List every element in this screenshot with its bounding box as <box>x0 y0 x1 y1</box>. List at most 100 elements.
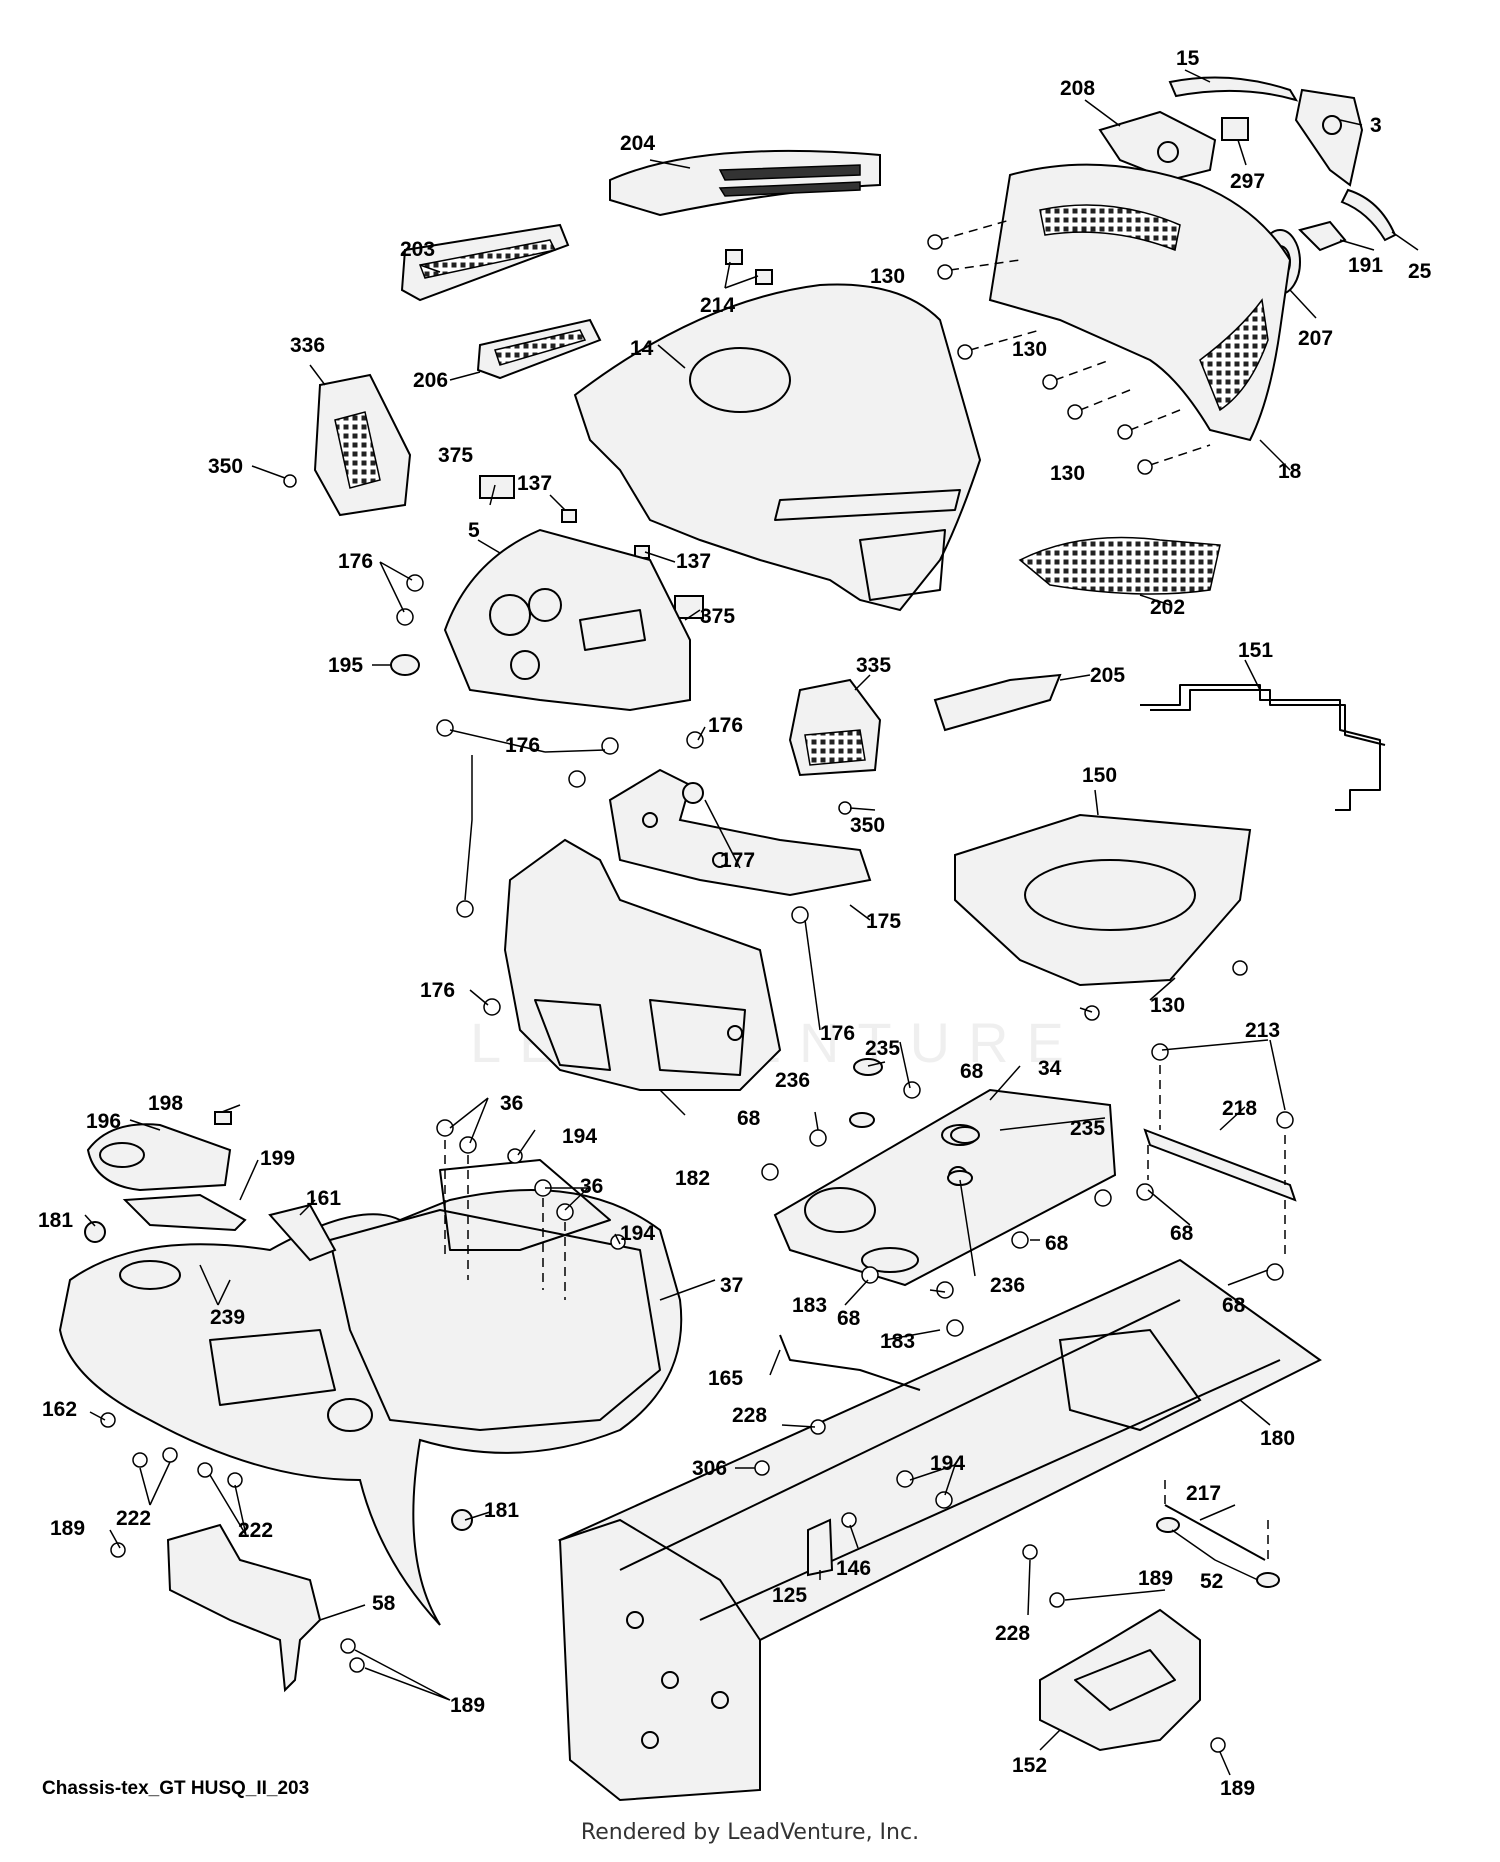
label-137-b: 137 <box>676 550 711 573</box>
label-176-b: 176 <box>708 714 743 737</box>
label-150: 150 <box>1082 764 1117 787</box>
part-206-vent <box>476 318 602 380</box>
part-350-screw-right <box>838 801 852 815</box>
label-189-d: 189 <box>1220 1777 1255 1800</box>
bolts-176-dash <box>396 574 809 1016</box>
part-217-rod <box>1164 1480 1269 1561</box>
part-181-plug-b <box>451 1509 473 1531</box>
label-25: 25 <box>1408 260 1432 283</box>
label-189-a: 189 <box>50 1517 85 1540</box>
part-137-clip-a <box>561 509 577 523</box>
label-214: 214 <box>700 294 735 317</box>
diagram-caption: Chassis-tex_GT HUSQ_II_203 <box>42 1778 310 1799</box>
label-222-b: 222 <box>238 1519 273 1542</box>
part-5-dash-panel <box>443 528 691 712</box>
label-350-b: 350 <box>850 814 885 837</box>
part-152-bracket <box>1039 1592 1226 1753</box>
leader-lines-lower <box>84 1039 1286 1776</box>
part-number-labels: 15 208 3 204 297 25 191 207 203 130 130 … <box>38 47 1432 1800</box>
label-205: 205 <box>1090 664 1125 687</box>
label-3: 3 <box>1370 114 1382 137</box>
part-161-bracket <box>268 1203 337 1262</box>
label-183-b: 183 <box>880 1330 915 1353</box>
label-176-a: 176 <box>338 550 373 573</box>
label-36-b: 36 <box>580 1175 603 1198</box>
label-180: 180 <box>1260 1427 1295 1450</box>
part-15-strip <box>1168 76 1299 102</box>
part-146-screw <box>841 1512 857 1528</box>
part-52-washers <box>1156 1517 1280 1588</box>
label-130-a: 130 <box>870 265 905 288</box>
part-350-screw-left <box>283 474 297 488</box>
label-306: 306 <box>692 1457 727 1480</box>
part-297-clip <box>1221 117 1249 141</box>
label-146: 146 <box>836 1557 871 1580</box>
label-68-b: 68 <box>737 1107 761 1130</box>
label-350-a: 350 <box>208 455 243 478</box>
label-130-d: 130 <box>1150 994 1185 1017</box>
label-189-c: 189 <box>450 1694 485 1717</box>
part-195-plug <box>390 654 420 676</box>
label-208: 208 <box>1060 77 1095 100</box>
label-176-e: 176 <box>820 1022 855 1045</box>
label-36-a: 36 <box>500 1092 523 1115</box>
part-165-rod <box>779 1334 921 1391</box>
label-137-a: 137 <box>517 472 552 495</box>
label-161: 161 <box>306 1187 341 1210</box>
part-14-hood <box>573 283 982 612</box>
part-198-clip <box>214 1111 232 1125</box>
label-195: 195 <box>328 654 363 677</box>
label-177: 177 <box>720 849 755 872</box>
label-336: 336 <box>290 334 325 357</box>
part-202-grille <box>1018 536 1221 595</box>
label-228-b: 228 <box>995 1622 1030 1645</box>
render-credit: Rendered by LeadVenture, Inc. <box>580 1820 920 1845</box>
part-204-hood-insert <box>609 149 881 217</box>
label-194-c: 194 <box>930 1452 965 1475</box>
part-175-support <box>608 768 872 897</box>
label-198: 198 <box>148 1092 183 1115</box>
label-176-c: 176 <box>505 734 540 757</box>
label-236-b: 236 <box>990 1274 1025 1297</box>
part-196-cover <box>86 1123 232 1192</box>
part-25-lens <box>1340 188 1397 242</box>
leader-lines-upper <box>251 69 1419 1116</box>
label-181-b: 181 <box>484 1499 519 1522</box>
part-203-vent <box>400 223 570 302</box>
label-235-b: 235 <box>1070 1117 1105 1140</box>
label-182: 182 <box>675 1167 710 1190</box>
bolts-68-183 <box>761 1043 1294 1337</box>
label-151: 151 <box>1238 639 1273 662</box>
label-130-c: 130 <box>1050 462 1085 485</box>
part-18-hood-front <box>988 163 1292 442</box>
part-162-bolt <box>100 1412 116 1428</box>
label-222-a: 222 <box>116 1507 151 1530</box>
part-191-clip <box>1298 220 1347 252</box>
label-176-d: 176 <box>420 979 455 1002</box>
label-199: 199 <box>260 1147 295 1170</box>
label-228-a: 228 <box>732 1404 767 1427</box>
part-218-bracket <box>1143 1065 1297 1260</box>
label-34: 34 <box>1038 1057 1062 1080</box>
label-125: 125 <box>772 1584 807 1607</box>
label-236-a: 236 <box>775 1069 810 1092</box>
part-335-side-panel <box>788 678 882 777</box>
label-175: 175 <box>866 910 901 933</box>
part-214-clips <box>725 249 773 285</box>
part-125-bracket <box>807 1518 834 1577</box>
part-199-trim <box>122 1193 247 1232</box>
part-375-pad-b <box>674 595 704 619</box>
label-207: 207 <box>1298 327 1333 350</box>
label-196: 196 <box>86 1110 121 1133</box>
part-58-bracket <box>110 1523 365 1693</box>
label-194-a: 194 <box>562 1125 597 1148</box>
label-162: 162 <box>42 1398 77 1421</box>
label-202: 202 <box>1150 596 1185 619</box>
screws-130-group <box>927 219 1211 475</box>
part-34-mounting-plate <box>773 1088 1117 1287</box>
label-14: 14 <box>630 337 654 360</box>
part-228-fittings <box>810 1419 1038 1560</box>
spacers-235-236 <box>849 1058 980 1186</box>
label-217: 217 <box>1186 1482 1221 1505</box>
